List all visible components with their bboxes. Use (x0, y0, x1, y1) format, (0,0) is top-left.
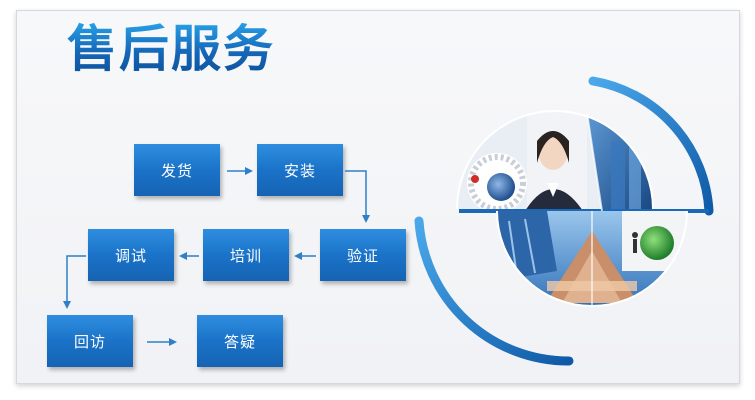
step-revisit: 回访 (47, 315, 133, 367)
decor-arc-left (414, 216, 574, 366)
step-debug: 调试 (88, 229, 174, 281)
slide-frame: 售后服务 发货 安装 验证 培训 调试 回访 答疑 (16, 10, 740, 384)
decor-arc-right (588, 76, 714, 216)
step-train: 培训 (203, 229, 289, 281)
service-image-collage (397, 71, 717, 371)
page-title: 售后服务 (67, 20, 275, 78)
flow-arrows (63, 167, 370, 346)
step-answer: 答疑 (197, 315, 283, 367)
step-install: 安装 (257, 144, 343, 196)
step-ship: 发货 (134, 144, 220, 196)
arrow-install-verify (345, 170, 370, 223)
arrow-debug-revisit (63, 255, 86, 309)
step-verify: 验证 (320, 229, 406, 281)
